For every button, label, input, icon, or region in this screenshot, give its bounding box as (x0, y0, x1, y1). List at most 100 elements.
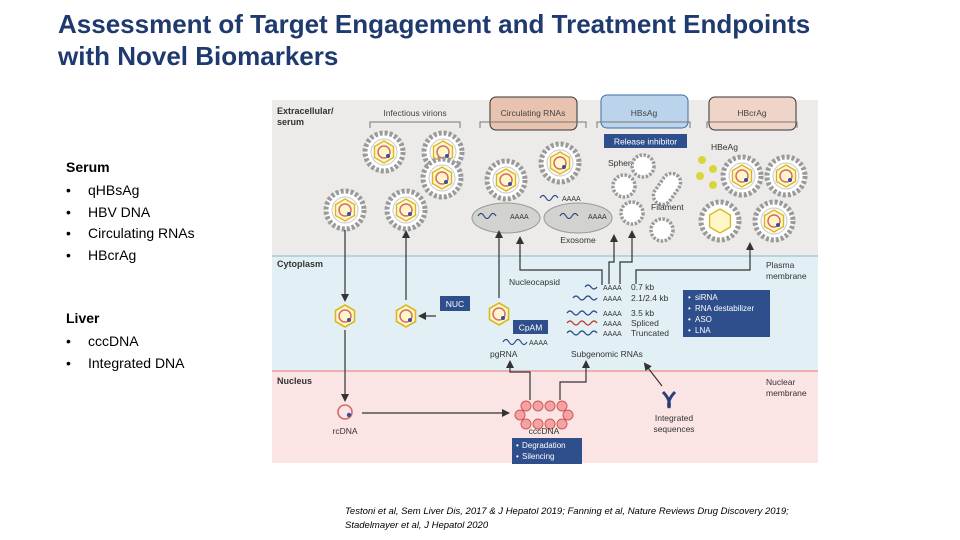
subgenomic-rnas-label: Subgenomic RNAs (571, 349, 643, 359)
nucleocapsid (334, 304, 356, 328)
serum-item: qHBsAg (66, 180, 195, 202)
hbeag-particle (696, 172, 704, 180)
hbeag-particle (709, 181, 717, 189)
hbsag-sphere (630, 153, 656, 179)
hbsag-box (600, 94, 689, 129)
nuclear-membrane-label-2: membrane (766, 388, 807, 398)
nucleocapsid (488, 302, 510, 326)
title-line-1: Assessment of Target Engagement and Trea… (58, 9, 811, 39)
region-label-serum: serum (277, 117, 304, 127)
polya-label: AAAA (510, 214, 529, 221)
bullet-glyph: • (516, 452, 519, 461)
integrated-label-2: sequences (653, 424, 694, 434)
citation-line-2: Stadelmayer et al, J Hepatol 2020 (345, 520, 489, 531)
infectious-virion (423, 159, 461, 197)
rnai-therapeutics-box (683, 290, 770, 337)
circulating-virion (541, 144, 579, 182)
cccdna-therapy-item: Silencing (522, 452, 554, 461)
citation-line-1: Testoni et al, Sem Liver Dis, 2017 & J H… (345, 506, 789, 517)
bullet-glyph: • (688, 304, 691, 313)
serum-item: HBcrAg (66, 245, 195, 267)
exosome (543, 202, 613, 234)
polya-label: AAAA (529, 340, 548, 347)
polya-label: AAAA (603, 311, 622, 318)
polya-label: AAAA (562, 196, 581, 203)
filament-label: Filament (651, 202, 684, 212)
hbeag-particle (709, 165, 717, 173)
citation: Testoni et al, Sem Liver Dis, 2017 & J H… (345, 505, 865, 533)
rcdna-label: rcDNA (332, 426, 357, 436)
pgrna-label: pgRNA (490, 349, 518, 359)
bullet-glyph: • (688, 315, 691, 324)
hbcrag-particle (701, 202, 739, 240)
sphere-label: Sphere (608, 158, 636, 168)
cpam-box (513, 320, 548, 334)
rna-size-label: 2.1/2.4 kb (631, 293, 669, 303)
region-label-extracellular: Extracellular/ (277, 106, 334, 116)
liver-list: Liver cccDNA Integrated DNA (66, 309, 185, 374)
rnai-item: RNA destabilizer (695, 304, 754, 313)
polya-label: AAAA (588, 214, 607, 221)
nuclear-membrane-label: Nuclear (766, 377, 795, 387)
liver-item: Integrated DNA (66, 353, 185, 375)
hbsag-filament (651, 171, 683, 207)
rna-size-label: Truncated (631, 328, 669, 338)
nuc-box (440, 296, 470, 311)
release-inhibitor-box (604, 134, 687, 148)
cccdna-minichromosome (514, 400, 574, 430)
circulating-virion (487, 161, 525, 199)
subgenomic-rna-strands (566, 284, 598, 336)
rnai-item: LNA (695, 326, 711, 335)
liver-heading: Liver (66, 310, 100, 326)
cpam-label: CpAM (519, 323, 543, 333)
region-label-nucleus: Nucleus (277, 376, 312, 386)
hbeag-label: HBeAg (711, 142, 738, 152)
serum-item: Circulating RNAs (66, 223, 195, 245)
plasma-membrane-label-2: membrane (766, 271, 807, 281)
hbsag-sphere (619, 200, 645, 226)
rna-strand (477, 212, 497, 220)
rna-strand (502, 338, 528, 346)
serum-list: Serum qHBsAg HBV DNA Circulating RNAs HB… (66, 158, 195, 266)
rna-strand (539, 194, 559, 202)
release-inhibitor-label: Release inhibitor (614, 137, 677, 147)
bullet-glyph: • (688, 293, 691, 302)
polya-label: AAAA (603, 331, 622, 338)
hbcrag-virion (723, 157, 761, 195)
hbcrag-label: HBcrAg (737, 108, 767, 118)
title-line-2: with Novel Biomarkers (58, 41, 339, 71)
cccdna-therapy-item: Degradation (522, 441, 566, 450)
header-brackets (369, 121, 798, 128)
plasma-membrane-label: Plasma (766, 260, 795, 270)
hbcrag-virion (767, 157, 805, 195)
rcdna-circle (337, 404, 353, 420)
cccdna-therapy-box (512, 438, 582, 464)
rna-size-label: 0.7 kb (631, 282, 654, 292)
rna-size-label: Spliced (631, 318, 659, 328)
serum-item: HBV DNA (66, 202, 195, 224)
region-label-cytoplasm: Cytoplasm (277, 259, 323, 269)
polya-label: AAAA (603, 285, 622, 292)
serum-heading: Serum (66, 159, 110, 175)
polya-label: AAAA (603, 296, 622, 303)
rnai-item: siRNA (695, 293, 718, 302)
bullet-glyph: • (516, 441, 519, 450)
chromosome-icon (661, 390, 677, 409)
nuc-label: NUC (446, 299, 464, 309)
rna-size-label: 3.5 kb (631, 308, 654, 318)
hbsag-label: HBsAg (631, 108, 658, 118)
polymerase-dot (346, 412, 352, 418)
hbcrag-virion (755, 202, 793, 240)
liver-item: cccDNA (66, 331, 185, 353)
integrated-label: Integrated (655, 413, 694, 423)
infectious-virion (365, 133, 403, 171)
infectious-virion (387, 191, 425, 229)
exosome (471, 202, 541, 234)
hbsag-sphere (649, 217, 675, 243)
slide-title: Assessment of Target Engagement and Trea… (58, 8, 810, 72)
cccdna-label: cccDNA (529, 426, 560, 436)
nucleocapsid-label: Nucleocapsid (509, 277, 560, 287)
exosome-label: Exosome (560, 235, 596, 245)
lifecycle-arrows (341, 230, 754, 417)
